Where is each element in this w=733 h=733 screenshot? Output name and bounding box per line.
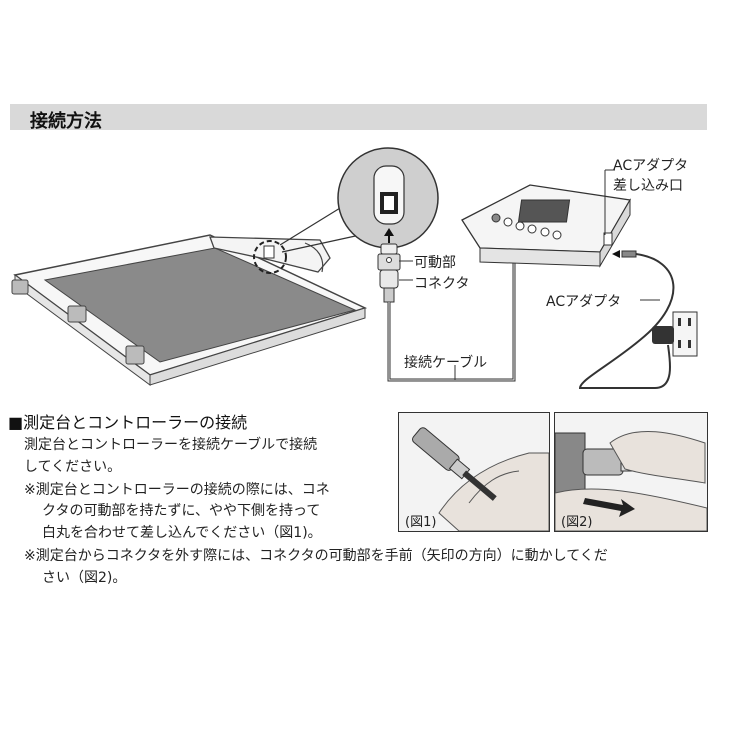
figure1-photo: (図1) (398, 412, 550, 532)
instruction-line1: 測定台とコントローラーを接続ケーブルで接続 (24, 437, 318, 453)
measuring-platform-illustration (11, 234, 368, 386)
section-title: ■測定台とコントローラーの接続 (8, 413, 248, 432)
controller-illustration (461, 184, 632, 268)
figure2-photo: (図2) (554, 412, 708, 532)
figure1-label: (図1) (405, 515, 437, 530)
note1-line2: クタの可動部を持たずに、やや下側を持って (42, 503, 321, 519)
movable-part-label: 可動部 (414, 255, 456, 271)
note1-line1: ※測定台とコントローラーの接続の際には、コネ (24, 482, 330, 498)
header-bar (10, 104, 707, 130)
note2-line2: さい（図2)。 (42, 570, 127, 586)
connector-label: コネクタ (414, 276, 470, 292)
ac-adapter-inlet-label-line1: ACアダプタ (613, 158, 689, 174)
ac-adapter-illustration (578, 169, 698, 389)
ac-adapter-inlet-label-line2: 差し込み口 (613, 178, 683, 194)
page-title: 接続方法 (30, 111, 102, 132)
note2-line1: ※測定台からコネクタを外す際には、コネクタの可動部を手前（矢印の方向）に動かして… (24, 548, 608, 564)
ac-adapter-label: ACアダプタ (546, 294, 622, 310)
instruction-line2: してください。 (24, 459, 122, 475)
note1-line3: 白丸を合わせて差し込んでください（図1)。 (42, 525, 322, 541)
connector-illustration (377, 228, 413, 303)
magnified-socket-callout (279, 147, 439, 253)
connection-cable-label: 接続ケーブル (404, 355, 488, 371)
connection-diagram (11, 147, 698, 389)
figure2-label: (図2) (561, 515, 593, 530)
